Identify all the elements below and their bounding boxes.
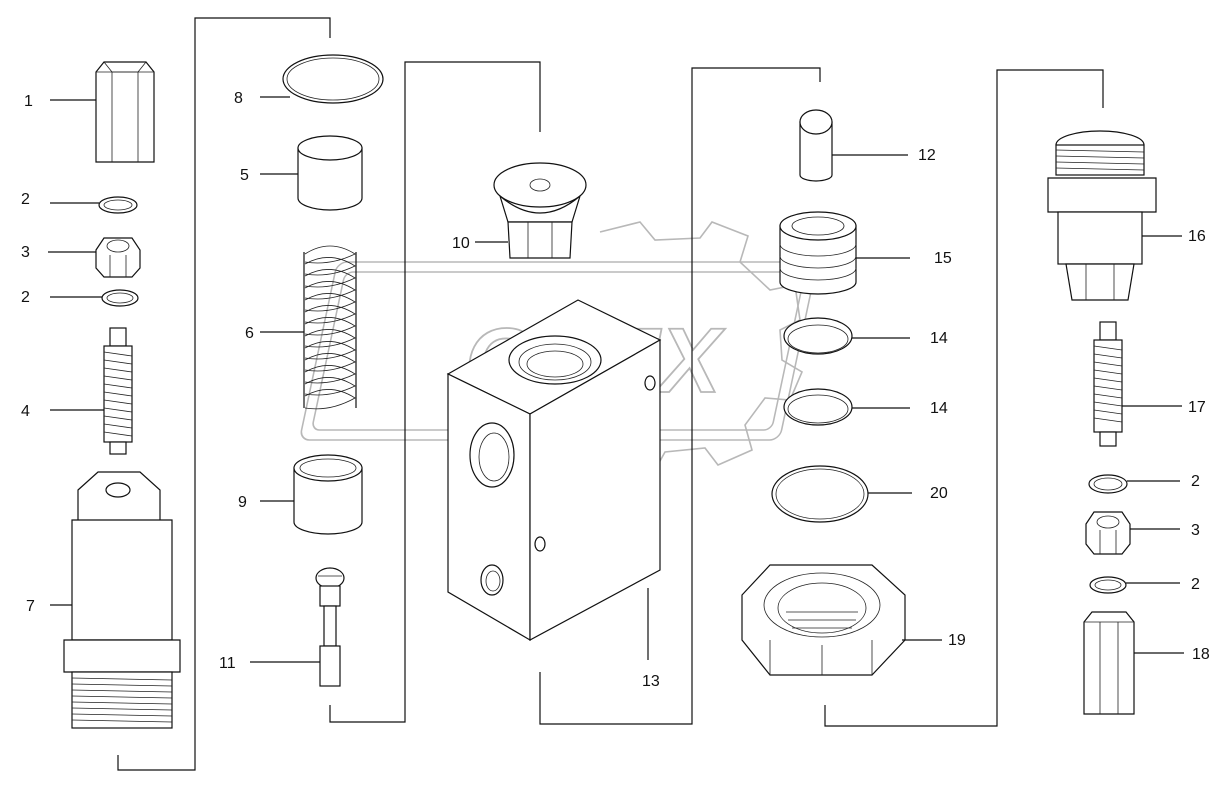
part-3-nut bbox=[95, 237, 141, 278]
part-5-cup bbox=[297, 135, 363, 211]
leader-lines bbox=[48, 96, 1184, 663]
label-part-15: 15 bbox=[934, 250, 952, 267]
label-part-20: 20 bbox=[930, 485, 948, 502]
label-part-2: 2 bbox=[21, 289, 30, 306]
label-part-2: 2 bbox=[21, 191, 30, 208]
part-2-washer-top bbox=[98, 196, 138, 214]
label-part-3: 3 bbox=[1191, 522, 1200, 539]
label-part-18: 18 bbox=[1192, 646, 1210, 663]
label-part-7: 7 bbox=[26, 598, 35, 615]
part-15-seal-stack bbox=[779, 211, 857, 295]
part-number-labels: 1 2 3 2 4 7 8 5 6 9 11 10 13 12 15 14 14… bbox=[21, 90, 1210, 690]
part-8-o-ring bbox=[282, 54, 384, 104]
label-part-5: 5 bbox=[240, 167, 249, 184]
label-part-12: 12 bbox=[918, 147, 936, 164]
part-9-sleeve bbox=[293, 454, 363, 535]
part-13-valve-block bbox=[446, 299, 662, 642]
label-part-1: 1 bbox=[24, 93, 33, 110]
group-brackets bbox=[117, 17, 1104, 771]
part-14-ring-bottom bbox=[783, 388, 853, 426]
label-part-3: 3 bbox=[21, 244, 30, 261]
label-part-13: 13 bbox=[642, 673, 660, 690]
label-part-11: 11 bbox=[219, 655, 236, 672]
label-part-14: 14 bbox=[930, 400, 948, 417]
part-16-adapter bbox=[1047, 130, 1157, 301]
part-20-o-ring bbox=[771, 465, 869, 523]
label-part-2: 2 bbox=[1191, 473, 1200, 490]
part-18-hex-cap bbox=[1083, 611, 1135, 715]
part-3-nut-right bbox=[1085, 511, 1131, 555]
part-4-threaded-stud bbox=[103, 327, 133, 455]
part-17-threaded-stud bbox=[1093, 321, 1123, 447]
label-part-14: 14 bbox=[930, 330, 948, 347]
label-part-10: 10 bbox=[452, 235, 470, 252]
label-part-19: 19 bbox=[948, 632, 966, 649]
part-10-poppet bbox=[493, 162, 587, 259]
label-part-16: 16 bbox=[1188, 228, 1206, 245]
label-part-6: 6 bbox=[245, 325, 254, 342]
label-part-2: 2 bbox=[1191, 576, 1200, 593]
label-part-17: 17 bbox=[1188, 399, 1206, 416]
part-1-hex-cap bbox=[95, 61, 155, 163]
part-12-pin bbox=[799, 109, 833, 182]
label-part-4: 4 bbox=[21, 403, 30, 420]
part-11-valve-pin bbox=[315, 567, 345, 687]
part-19-large-nut bbox=[741, 564, 906, 676]
block-side-port-icon bbox=[469, 422, 515, 488]
part-14-ring-top bbox=[783, 317, 853, 355]
part-6-spring bbox=[303, 245, 357, 410]
label-part-9: 9 bbox=[238, 494, 247, 511]
part-7-valve-body bbox=[63, 471, 181, 729]
label-part-8: 8 bbox=[234, 90, 243, 107]
